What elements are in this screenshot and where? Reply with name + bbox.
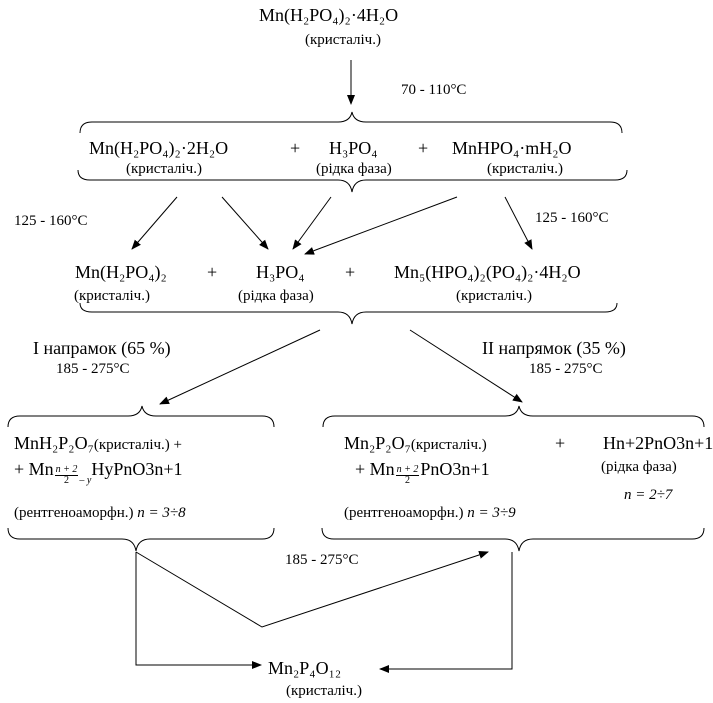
row3-formula-2: H₃PO₄ bbox=[256, 262, 305, 282]
row3-state-3: (кристаліч.) bbox=[456, 288, 532, 304]
direction-left-temp: 185 - 275°C bbox=[56, 361, 130, 377]
row2-formula-2: H₃PO₄ bbox=[329, 138, 378, 158]
arrow-dir-left bbox=[159, 329, 321, 405]
left-box-line2-rest: HyPnO3n+1 bbox=[91, 459, 183, 479]
left-box-state: (кристаліч.) + bbox=[93, 437, 182, 453]
arrow-r2-3 bbox=[292, 196, 332, 250]
final-formula: Mn₂P₄O₁₂ bbox=[268, 658, 342, 678]
right-box-formula: Mn₂P₂O₇ bbox=[344, 433, 411, 453]
right-box-acid: Hn+2PnO3n+1 bbox=[603, 433, 713, 453]
arrow-r2-5 bbox=[504, 196, 533, 250]
row2-plus-2: + bbox=[418, 138, 429, 158]
row3-plus-1: + bbox=[207, 262, 218, 282]
left-box-frac-num: n + 2 bbox=[54, 464, 79, 476]
right-box-line1: Mn₂P₂O₇(кристаліч.) bbox=[344, 434, 487, 453]
right-box-line3: (рентгеноаморфн.) n = 3÷9 bbox=[344, 506, 516, 521]
arrow-dir-right bbox=[409, 329, 523, 403]
brace-row2-bottom bbox=[77, 169, 628, 193]
right-box-n-range: n = 3÷9 bbox=[467, 505, 516, 521]
arrow-r2-2 bbox=[221, 196, 269, 250]
left-box-frac-tail: – y bbox=[79, 475, 92, 486]
row3-state-1: (кристаліч.) bbox=[74, 288, 150, 304]
direction-right-temp: 185 - 275°C bbox=[529, 361, 603, 377]
left-box-frac-den: 2 bbox=[64, 475, 70, 486]
left-box-amorph: (рентгеноаморфн.) bbox=[14, 505, 134, 521]
right-box-plus: + bbox=[555, 433, 566, 453]
brace-row2-top bbox=[79, 111, 623, 134]
left-box-formula: MnH₂P₂O₇ bbox=[14, 433, 94, 453]
arrow-r2-1 bbox=[131, 196, 178, 250]
step2-temp-left: 125 - 160°C bbox=[14, 213, 88, 229]
right-box-frac-den: 2 bbox=[405, 475, 411, 486]
right-box-acid-state: (рідка фаза) bbox=[601, 459, 677, 475]
right-box-line2-prefix: + Mn bbox=[355, 459, 395, 479]
brace-right-bottom bbox=[321, 527, 705, 552]
bottom-step-temp: 185 - 275°C bbox=[285, 552, 359, 568]
row3-formula-1: Mn(H₂PO₄)₂ bbox=[75, 262, 167, 282]
left-box-line1: MnH₂P₂O₇(кристаліч.) + bbox=[14, 434, 182, 453]
brace-right-top bbox=[322, 405, 705, 428]
right-box-amorph: (рентгеноаморфн.) bbox=[344, 505, 464, 521]
right-box-acid-n: n = 2÷7 bbox=[624, 487, 673, 503]
right-box-frac-num: n + 2 bbox=[395, 464, 420, 476]
row2-plus-1: + bbox=[290, 138, 301, 158]
arrow-r2-4 bbox=[304, 196, 458, 255]
direction-right-label: II напрямок (35 %) bbox=[482, 338, 626, 358]
arrow-v bbox=[135, 551, 489, 628]
row2-state-3: (кристаліч.) bbox=[487, 161, 563, 177]
row3-plus-2: + bbox=[345, 262, 356, 282]
left-box-line2-prefix: + Mn bbox=[14, 459, 54, 479]
direction-left-label: I напрамок (65 %) bbox=[33, 338, 171, 358]
left-box-n-range: n = 3÷8 bbox=[137, 505, 186, 521]
row3-formula-3: Mn₅(HPO₄)₂(PO₄)₂·4H₂O bbox=[394, 262, 581, 282]
right-box-line2-rest: PnO3n+1 bbox=[420, 459, 490, 479]
arrow-right-final bbox=[379, 552, 513, 673]
left-box-line3: (рентгеноаморфн.) n = 3÷8 bbox=[14, 506, 186, 521]
row2-state-1: (кристаліч.) bbox=[126, 161, 202, 177]
final-state: (кристаліч.) bbox=[286, 683, 362, 699]
step2-temp-right: 125 - 160°C bbox=[535, 210, 609, 226]
top-formula: Mn(H₂PO₄)₂·4H₂O bbox=[259, 5, 399, 25]
row2-formula-1: Mn(H₂PO₄)₂·2H₂O bbox=[89, 138, 229, 158]
step1-temp: 70 - 110°C bbox=[401, 82, 467, 98]
right-box-state: (кристаліч.) bbox=[410, 437, 487, 453]
brace-left-bottom bbox=[7, 527, 275, 552]
row3-state-2: (рідка фаза) bbox=[238, 288, 314, 304]
row2-state-2: (рідка фаза) bbox=[316, 161, 392, 177]
brace-left-top bbox=[7, 405, 275, 428]
top-state: (кристаліч.) bbox=[305, 32, 381, 48]
brace-row3-bottom bbox=[79, 302, 618, 325]
arrow-left-final bbox=[135, 552, 262, 669]
row2-formula-3: MnHPO₄·mH₂O bbox=[452, 138, 572, 158]
